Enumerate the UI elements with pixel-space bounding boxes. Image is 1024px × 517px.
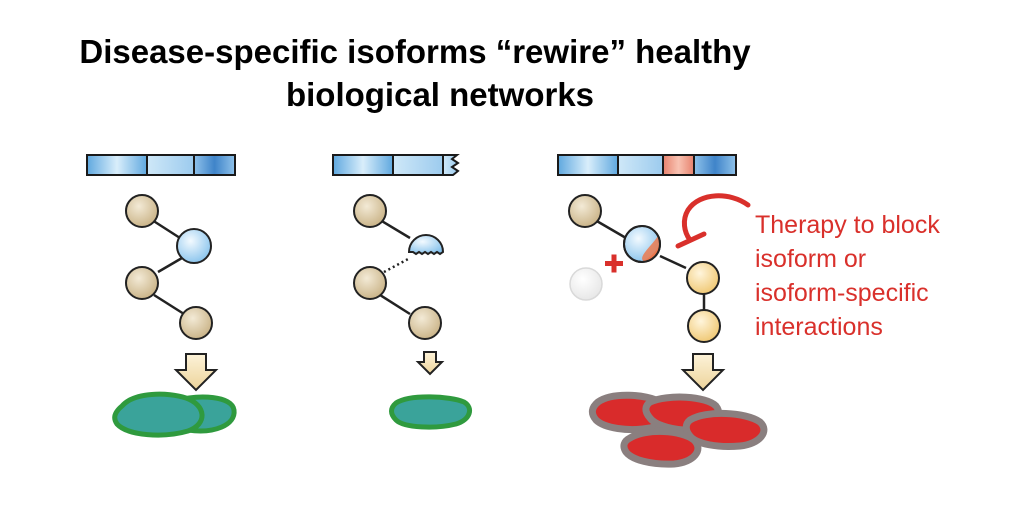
- inhibition-arrow-icon: [675, 193, 751, 249]
- protein-node: [408, 306, 442, 340]
- annotation-line-4: interactions: [755, 313, 883, 341]
- cell-blob-cluster: [588, 391, 768, 468]
- protein-node: [125, 266, 159, 300]
- truncated-isoform-node: [407, 234, 445, 256]
- title-line-2: biological networks: [285, 76, 595, 113]
- panel-disease: [557, 154, 768, 468]
- cell-blob: [389, 394, 473, 430]
- panel-truncated: [332, 154, 473, 430]
- protein-node: [125, 194, 159, 228]
- down-arrow-icon: [415, 351, 445, 376]
- therapy-annotation: Therapy to block isoform or isoform-spec…: [755, 208, 1015, 344]
- cell-blob: [112, 391, 237, 438]
- protein-node: [179, 306, 213, 340]
- lost-partner-node: [569, 267, 603, 301]
- new-partner-node: [686, 261, 720, 295]
- new-partner-node: [687, 309, 721, 343]
- transcript-bar: [332, 154, 460, 176]
- lost-interaction: [383, 256, 411, 274]
- interaction-edges: [379, 218, 411, 316]
- panel-healthy: [86, 154, 237, 438]
- isoform-node: [176, 228, 212, 264]
- title-line-1: Disease-specific isoforms “rewire” healt…: [79, 33, 751, 70]
- protein-node: [353, 194, 387, 228]
- interaction-edges: [151, 218, 185, 316]
- annotation-line-3: isoform-specific: [755, 279, 929, 307]
- transcript-bar: [86, 154, 236, 176]
- plus-icon: [605, 254, 623, 273]
- disease-isoform-node: [623, 225, 661, 263]
- slide-title: Disease-specific isoforms “rewire” healt…: [0, 30, 860, 116]
- annotation-line-2: isoform or: [755, 245, 867, 273]
- protein-node: [568, 194, 602, 228]
- annotation-line-1: Therapy to block: [755, 211, 940, 239]
- transcript-bar: [557, 154, 737, 176]
- down-arrow-icon: [173, 353, 219, 392]
- protein-node: [353, 266, 387, 300]
- down-arrow-icon: [680, 353, 726, 392]
